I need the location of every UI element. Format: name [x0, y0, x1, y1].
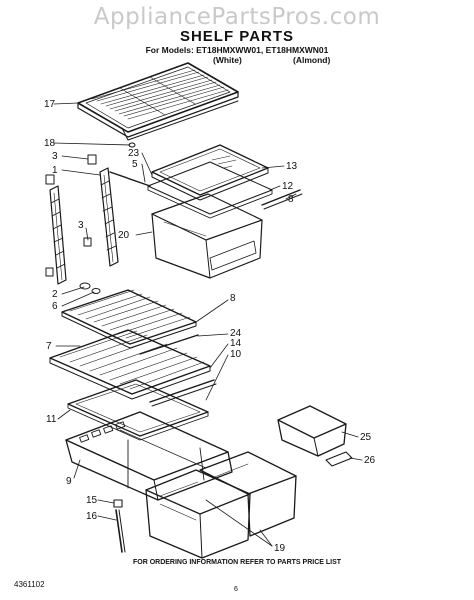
page-number: 6	[234, 586, 238, 593]
callout-14: 14	[230, 338, 242, 349]
leader-lines	[53, 102, 363, 547]
callout-3-upper: 3	[52, 151, 58, 162]
callout-24: 24	[230, 328, 242, 339]
callout-26: 26	[364, 455, 376, 466]
callout-6: 6	[52, 301, 58, 312]
callout-19: 19	[274, 543, 286, 554]
callout-8-upper: 8	[288, 194, 294, 205]
callout-2: 2	[52, 289, 58, 300]
callout-25: 25	[360, 432, 372, 443]
crisper-frame	[65, 411, 233, 501]
variant-white: (White)	[213, 55, 242, 65]
callout-20: 20	[118, 230, 130, 241]
callout-9: 9	[66, 476, 72, 487]
callout-1: 1	[52, 165, 58, 176]
callout-23: 23	[128, 148, 140, 159]
callout-10: 10	[230, 349, 242, 360]
storage-pan-20	[151, 193, 263, 279]
variant-almond: (Almond)	[293, 55, 331, 65]
callout-15: 15	[86, 495, 98, 506]
ordering-note: FOR ORDERING INFORMATION REFER TO PARTS …	[132, 559, 342, 566]
callout-5: 5	[132, 159, 138, 170]
document-number: 4361102	[14, 580, 45, 589]
door-bin	[277, 405, 353, 467]
wire-shelf-lower	[49, 329, 217, 407]
leveling-leg	[113, 499, 126, 553]
wire-shelf-middle	[61, 289, 199, 355]
callout-17: 17	[44, 99, 56, 110]
callout-12: 12	[282, 181, 294, 192]
callout-8-middle: 8	[230, 293, 236, 304]
wire-shelf-top	[77, 62, 239, 141]
callout-3-lower: 3	[78, 220, 84, 231]
crisper-drawers	[145, 451, 297, 559]
callout-16: 16	[86, 511, 98, 522]
shelf-ladder-rails	[45, 142, 151, 294]
watermark: AppliancePartsPros.com	[93, 4, 381, 30]
callout-11: 11	[46, 414, 57, 425]
callout-13: 13	[286, 161, 298, 172]
callout-7: 7	[46, 341, 52, 352]
model-numbers: For Models: ET18HMXWW01, ET18HMXWN01	[145, 45, 329, 55]
glass-shelf-upper	[147, 144, 303, 219]
page-title: SHELF PARTS	[179, 28, 295, 45]
callout-18: 18	[44, 138, 56, 149]
